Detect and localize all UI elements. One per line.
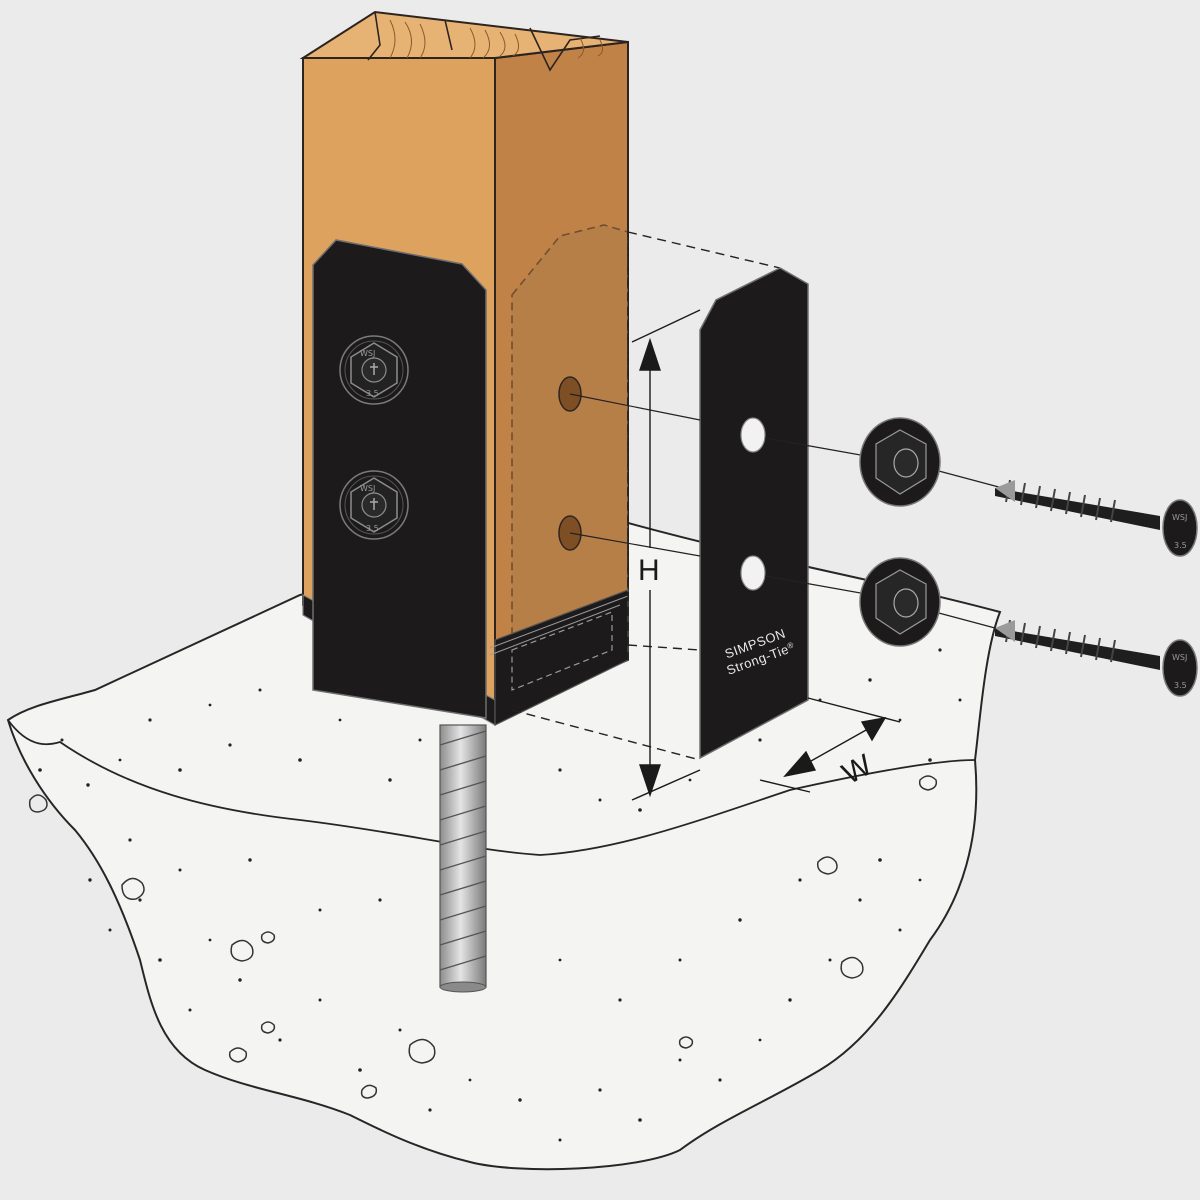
height-label: H: [638, 554, 660, 587]
svg-text:3.5: 3.5: [366, 389, 379, 398]
loose-screw-1: WSJ 3.5: [995, 479, 1198, 557]
svg-text:WSJ: WSJ: [1172, 653, 1187, 662]
svg-text:3.5: 3.5: [1174, 541, 1187, 550]
installed-fastener-2: WSJ 3.5: [339, 470, 409, 540]
registered-mark: ®: [786, 640, 795, 651]
svg-text:WSJ: WSJ: [360, 484, 375, 493]
loose-washer-1: [859, 417, 941, 507]
svg-text:WSJ: WSJ: [360, 349, 375, 358]
aggregate-stones: [28, 775, 938, 1099]
svg-text:3.5: 3.5: [1174, 681, 1187, 690]
loose-screw-2: WSJ 3.5: [995, 619, 1198, 697]
height-dimension: H: [631, 309, 701, 801]
wood-grain: [389, 19, 604, 59]
front-plate: [312, 239, 487, 719]
removed-side-plate: SIMPSON Strong-Tie®: [699, 267, 809, 760]
projection-lines: [511, 231, 781, 761]
svg-text:WSJ: WSJ: [1172, 513, 1187, 522]
concrete-anchor: [439, 724, 487, 993]
svg-text:3.5: 3.5: [366, 524, 379, 533]
installed-fastener-1: WSJ 3.5: [339, 335, 409, 405]
loose-washer-2: [859, 557, 941, 647]
aggregate-specks: [38, 648, 962, 1142]
